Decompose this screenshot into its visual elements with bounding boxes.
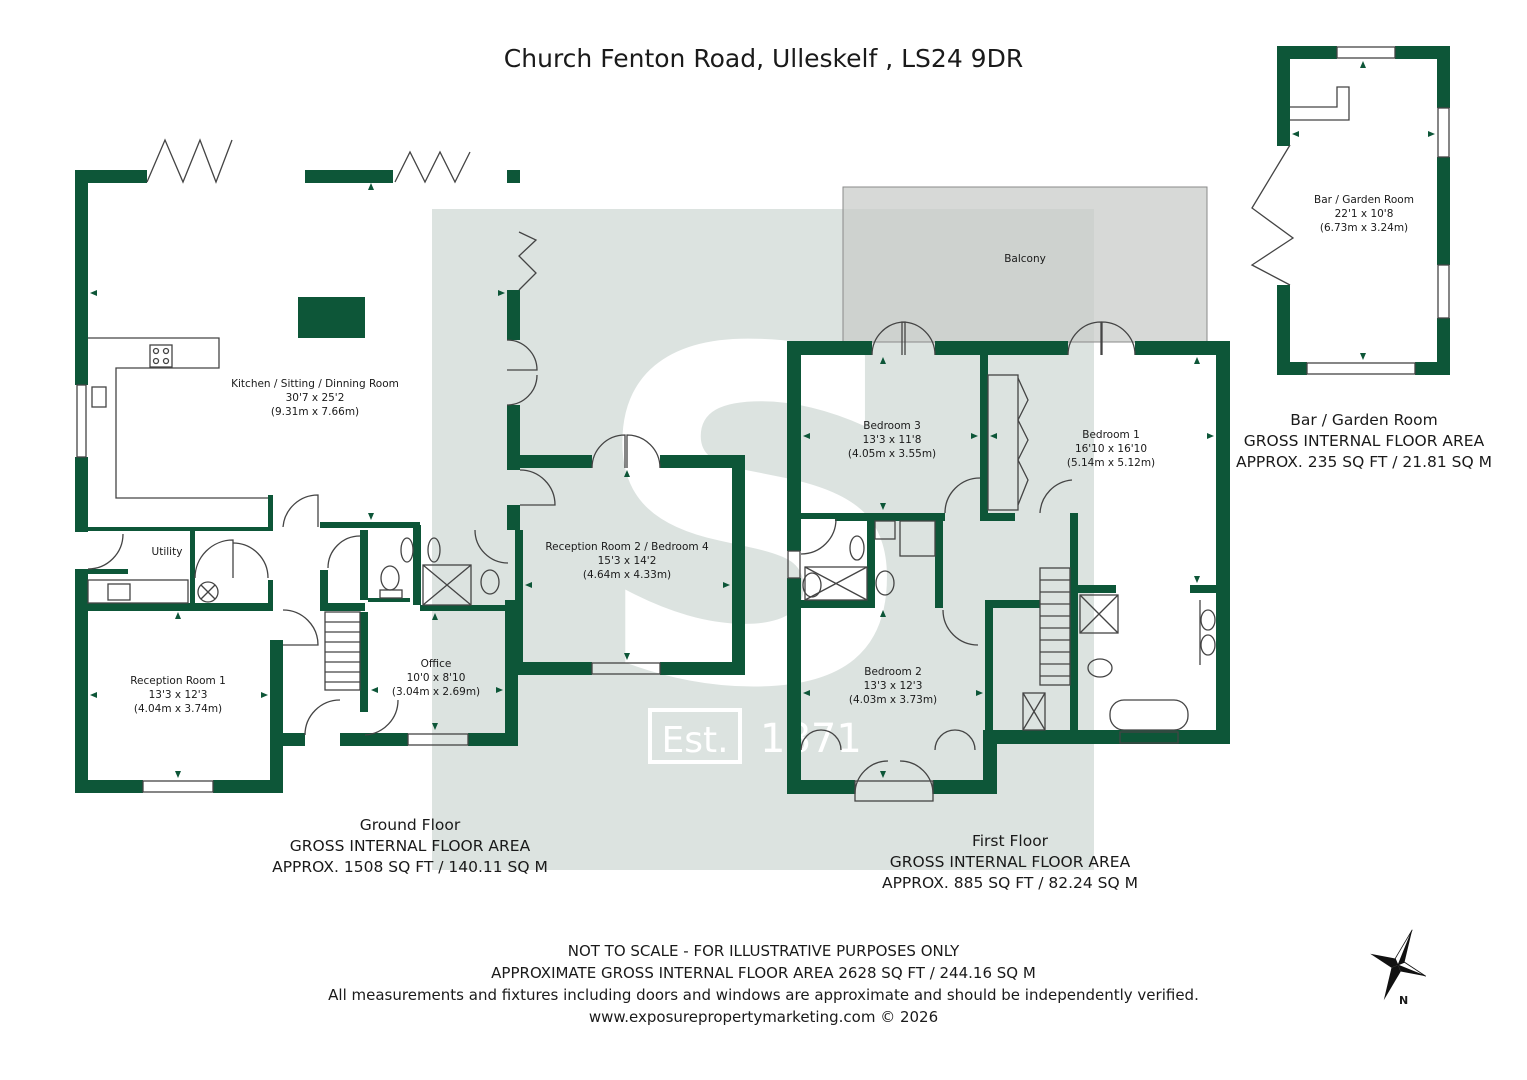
footer-line-3: All measurements and fixtures including …: [328, 986, 1199, 1004]
room-office: Office 10'0 x 8'10 (3.04m x 2.69m): [376, 657, 496, 699]
room-bar-metric: (6.73m x 3.24m): [1319, 222, 1409, 234]
room-kitchen-imperial: 30'7 x 25'2: [285, 392, 345, 404]
watermark-year: 1871: [760, 716, 862, 762]
room-bar: Bar / Garden Room 22'1 x 10'8 (6.73m x 3…: [1304, 193, 1424, 235]
room-bedroom-2-name: Bedroom 2: [864, 666, 922, 678]
room-reception-2-imperial: 15'3 x 14'2: [597, 555, 657, 567]
room-reception-2-name: Reception Room 2 / Bedroom 4: [545, 541, 709, 553]
balcony-area: [842, 186, 1208, 343]
room-office-imperial: 10'0 x 8'10: [406, 672, 466, 684]
room-reception-1: Reception Room 1 13'3 x 12'3 (4.04m x 3.…: [108, 674, 248, 716]
first-floor-label: GROSS INTERNAL FLOOR AREA: [889, 853, 1131, 871]
bar-room-summary: Bar / Garden Room GROSS INTERNAL FLOOR A…: [1228, 410, 1500, 473]
first-floor-fixtures: [787, 321, 1216, 802]
bar-room-label: GROSS INTERNAL FLOOR AREA: [1243, 432, 1485, 450]
ground-floor-walls: [75, 170, 745, 793]
room-reception-1-metric: (4.04m x 3.74m): [133, 703, 223, 715]
compass-north-label: N: [1399, 994, 1409, 1007]
ground-floor-label: GROSS INTERNAL FLOOR AREA: [289, 837, 531, 855]
room-bedroom-2-metric: (4.03m x 3.73m): [848, 694, 938, 706]
footer-line-2: APPROXIMATE GROSS INTERNAL FLOOR AREA 26…: [491, 964, 1036, 982]
room-reception-2: Reception Room 2 / Bedroom 4 15'3 x 14'2…: [537, 540, 717, 582]
ground-floor-name: Ground Floor: [359, 816, 461, 834]
room-bedroom-1-name: Bedroom 1: [1082, 429, 1140, 441]
watermark-est: Est.: [661, 720, 728, 761]
bar-room-area: APPROX. 235 SQ FT / 21.81 SQ M: [1235, 453, 1493, 471]
balcony-label: Balcony: [1004, 253, 1046, 265]
room-bedroom-3-imperial: 13'3 x 11'8: [862, 434, 922, 446]
first-floor-name: First Floor: [971, 832, 1049, 850]
room-bar-imperial: 22'1 x 10'8: [1334, 208, 1394, 220]
dimension-markers: [90, 61, 1435, 778]
room-bedroom-1-metric: (5.14m x 5.12m): [1066, 457, 1156, 469]
room-bedroom-3: Bedroom 3 13'3 x 11'8 (4.05m x 3.55m): [832, 419, 952, 461]
room-utility-name: Utility: [151, 546, 183, 558]
ground-floor-fixtures: [76, 138, 661, 793]
room-bedroom-1: Bedroom 1 16'10 x 16'10 (5.14m x 5.12m): [1051, 428, 1171, 470]
kitchen-island: [298, 297, 365, 338]
room-utility: Utility: [127, 545, 207, 559]
first-floor-area: APPROX. 885 SQ FT / 82.24 SQ M: [881, 874, 1139, 892]
page-title: Church Fenton Road, Ulleskelf , LS24 9DR: [503, 44, 1024, 73]
first-floor-summary: First Floor GROSS INTERNAL FLOOR AREA AP…: [860, 831, 1160, 894]
room-bar-name: Bar / Garden Room: [1314, 194, 1414, 206]
bar-room-name: Bar / Garden Room: [1290, 411, 1438, 429]
room-bedroom-3-metric: (4.05m x 3.55m): [847, 448, 937, 460]
room-bedroom-2-imperial: 13'3 x 12'3: [863, 680, 923, 692]
room-reception-2-metric: (4.64m x 4.33m): [582, 569, 672, 581]
first-floor-walls: [787, 341, 1230, 794]
room-office-name: Office: [420, 658, 452, 670]
room-kitchen-name: Kitchen / Sitting / Dinning Room: [231, 378, 399, 390]
compass-rose-icon: [1370, 929, 1427, 1001]
footer-website[interactable]: www.exposurepropertymarketing.com © 2026: [588, 1008, 939, 1026]
room-kitchen-metric: (9.31m x 7.66m): [270, 406, 360, 418]
room-reception-1-imperial: 13'3 x 12'3: [148, 689, 208, 701]
bar-garden-room-fixtures: [1250, 46, 1450, 375]
room-office-metric: (3.04m x 2.69m): [391, 686, 481, 698]
room-bedroom-3-name: Bedroom 3: [863, 420, 921, 432]
footer-line-1: NOT TO SCALE - FOR ILLUSTRATIVE PURPOSES…: [567, 942, 960, 960]
room-reception-1-name: Reception Room 1: [130, 675, 226, 687]
room-kitchen: Kitchen / Sitting / Dinning Room 30'7 x …: [200, 377, 430, 419]
room-bedroom-1-imperial: 16'10 x 16'10: [1074, 443, 1148, 455]
ground-floor-summary: Ground Floor GROSS INTERNAL FLOOR AREA A…: [260, 815, 560, 878]
room-bedroom-2: Bedroom 2 13'3 x 12'3 (4.03m x 3.73m): [833, 665, 953, 707]
bar-garden-room-walls: [1277, 46, 1450, 375]
ground-floor-area: APPROX. 1508 SQ FT / 140.11 SQ M: [272, 858, 548, 876]
